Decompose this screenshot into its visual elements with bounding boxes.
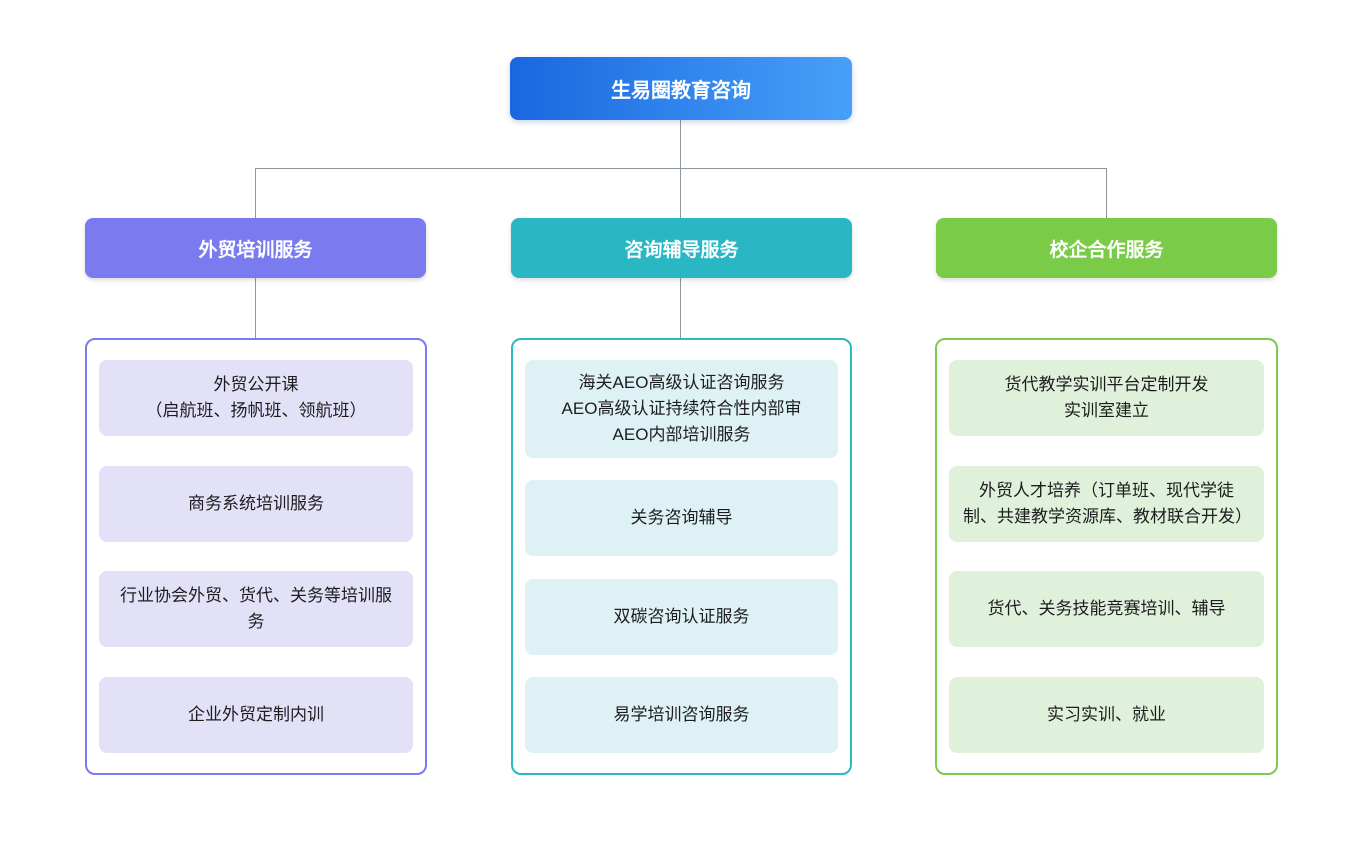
branch-group-school-enterprise: 货代教学实训平台定制开发 实训室建立 外贸人才培养（订单班、现代学徒制、共建教学… <box>935 338 1278 775</box>
node-open-course[interactable]: 外贸公开课 （启航班、扬帆班、领航班） <box>99 360 413 436</box>
branch-group-consulting: 海关AEO高级认证咨询服务 AEO高级认证持续符合性内部审 AEO内部培训服务 … <box>511 338 852 775</box>
node-yixue-training-consulting[interactable]: 易学培训咨询服务 <box>525 676 838 753</box>
connector-branch-2-drop <box>680 168 681 218</box>
node-aeo-certification[interactable]: 海关AEO高级认证咨询服务 AEO高级认证持续符合性内部审 AEO内部培训服务 <box>525 360 838 458</box>
node-skills-competition-training[interactable]: 货代、关务技能竞赛培训、辅导 <box>949 571 1264 648</box>
root-node-label: 生易圈教育咨询 <box>611 80 751 102</box>
node-customs-consulting[interactable]: 关务咨询辅导 <box>525 480 838 557</box>
connector-header-1-to-container <box>255 278 256 338</box>
branch-header-school-enterprise[interactable]: 校企合作服务 <box>936 218 1277 278</box>
branch-header-consulting[interactable]: 咨询辅导服务 <box>511 218 852 278</box>
branch-group-trade-training: 外贸公开课 （启航班、扬帆班、领航班） 商务系统培训服务 行业协会外贸、货代、关… <box>85 338 427 775</box>
node-enterprise-custom-training[interactable]: 企业外贸定制内训 <box>99 676 413 753</box>
branch-header-label: 校企合作服务 <box>1049 239 1164 261</box>
root-node-company[interactable]: 生易圈教育咨询 <box>510 57 852 120</box>
branch-header-label: 外贸培训服务 <box>198 239 313 261</box>
node-internship-employment[interactable]: 实习实训、就业 <box>949 676 1264 753</box>
branch-header-label: 咨询辅导服务 <box>624 239 739 261</box>
node-talent-cultivation[interactable]: 外贸人才培养（订单班、现代学徒制、共建教学资源库、教材联合开发） <box>949 465 1264 542</box>
branch-header-trade-training[interactable]: 外贸培训服务 <box>85 218 426 278</box>
node-industry-association-training[interactable]: 行业协会外贸、货代、关务等培训服务 <box>99 571 413 648</box>
connector-header-2-to-container <box>680 278 681 338</box>
connector-branch-3-drop <box>1106 168 1107 218</box>
node-dual-carbon-consulting[interactable]: 双碳咨询认证服务 <box>525 578 838 655</box>
node-business-system-training[interactable]: 商务系统培训服务 <box>99 465 413 542</box>
connector-branch-1-drop <box>255 168 256 218</box>
connector-root-drop <box>680 120 681 168</box>
node-freight-training-platform[interactable]: 货代教学实训平台定制开发 实训室建立 <box>949 360 1264 436</box>
